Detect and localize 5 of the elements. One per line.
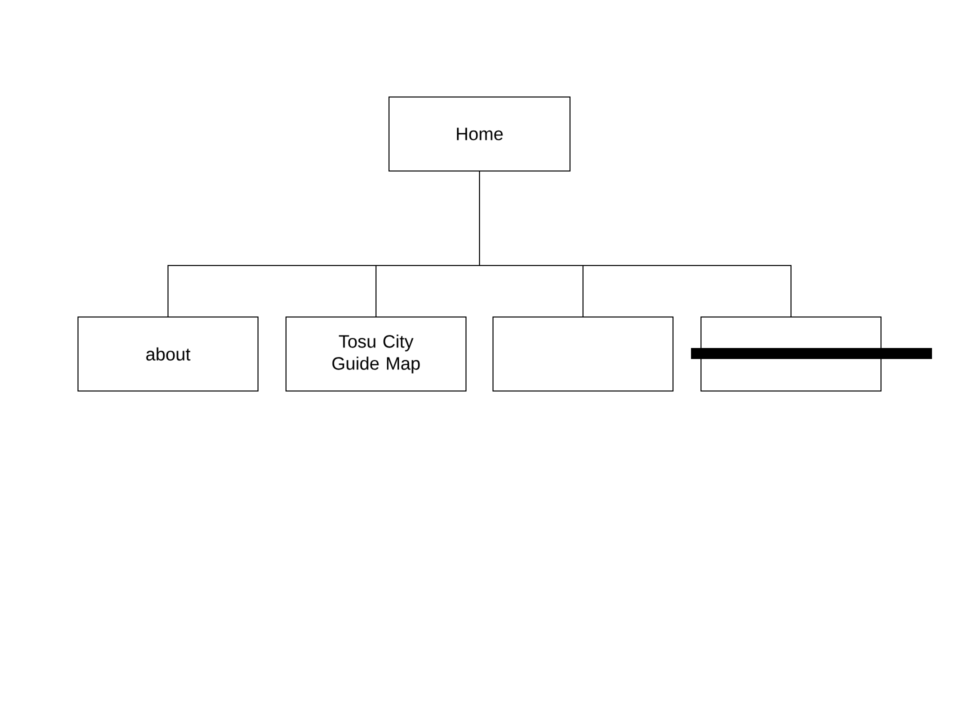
page-box: Tosu City Guide Map xyxy=(286,316,466,392)
page-box: Home xyxy=(388,96,570,172)
page-box: about xyxy=(78,316,258,392)
connector-line xyxy=(168,171,792,317)
page-box xyxy=(492,316,674,392)
